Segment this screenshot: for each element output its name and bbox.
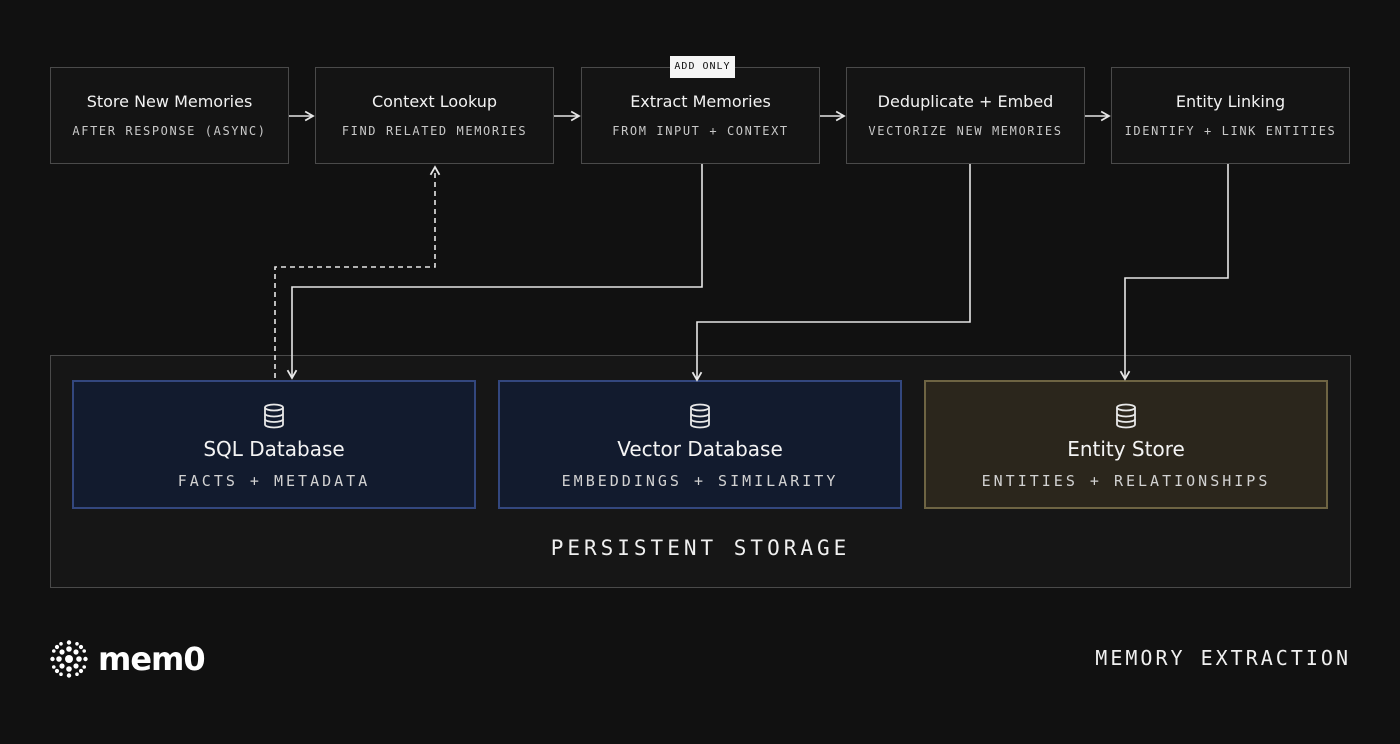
mem0-logo-icon [50,640,88,678]
arrow-dedup-to-vector [691,164,971,382]
database-icon [690,403,710,429]
db-subtitle: FACTS + METADATA [177,472,371,490]
step-subtitle: FROM INPUT + CONTEXT [612,124,789,138]
mem0-logo: mem0 [50,640,206,678]
arrow-extract-to-sql [286,164,703,380]
step-context-lookup: Context Lookup FIND RELATED MEMORIES [315,67,554,164]
db-title: Vector Database [617,437,783,461]
db-title: Entity Store [1067,437,1185,461]
step-title: Deduplicate + Embed [877,92,1054,111]
step-entity-linking: Entity Linking IDENTIFY + LINK ENTITIES [1111,67,1350,164]
step-title: Context Lookup [371,92,498,111]
sql-database-box: SQL Database FACTS + METADATA [72,380,476,509]
step-deduplicate-embed: Deduplicate + Embed VECTORIZE NEW MEMORI… [846,67,1085,164]
step-subtitle: FIND RELATED MEMORIES [341,124,528,138]
vector-database-box: Vector Database EMBEDDINGS + SIMILARITY [498,380,902,509]
arrow-sql-to-lookup-dashed [274,165,441,378]
step-title: Store New Memories [86,92,253,111]
arrow-entity-to-store [1119,164,1229,381]
step-subtitle: VECTORIZE NEW MEMORIES [868,124,1063,138]
step-title: Entity Linking [1175,92,1286,111]
step-store-new-memories: Store New Memories AFTER RESPONSE (ASYNC… [50,67,289,164]
db-subtitle: EMBEDDINGS + SIMILARITY [561,472,839,490]
database-icon [264,403,284,429]
add-only-badge: ADD ONLY [670,56,735,78]
entity-store-box: Entity Store ENTITIES + RELATIONSHIPS [924,380,1328,509]
step-title: Extract Memories [630,92,771,111]
step-subtitle: AFTER RESPONSE (ASYNC) [72,124,267,138]
database-icon [1116,403,1136,429]
db-subtitle: ENTITIES + RELATIONSHIPS [981,472,1271,490]
logo-text: mem0 [98,640,206,678]
step-extract-memories: Extract Memories FROM INPUT + CONTEXT [581,67,820,164]
memory-extraction-label: MEMORY EXTRACTION [1095,646,1351,670]
db-title: SQL Database [203,437,345,461]
step-subtitle: IDENTIFY + LINK ENTITIES [1124,124,1337,138]
persistent-storage-label: PERSISTENT STORAGE [550,536,851,560]
